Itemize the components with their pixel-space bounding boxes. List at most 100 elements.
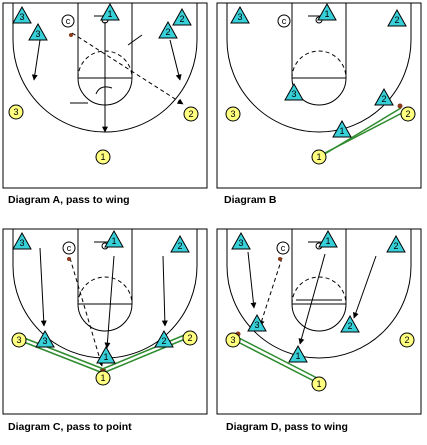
defender-3: 3 [28,22,48,41]
pass-line [233,339,317,383]
offense-label: 3 [16,335,21,345]
pass-line [18,335,107,371]
coach: c [276,241,290,255]
defender-1: 1 [332,119,352,138]
coach-label: c [281,243,286,253]
defender-2: 2 [158,20,178,39]
offense-label: 1 [100,373,105,383]
offense-3: 3 [225,332,241,348]
offense-1: 1 [311,149,327,165]
defender-2: 2 [154,329,174,348]
ball [397,103,403,109]
defender-label: 3 [238,238,243,248]
defender-label: 3 [19,238,24,248]
defender-label: 2 [347,321,352,331]
offense-1: 1 [311,376,327,392]
offense-2: 2 [183,106,199,122]
diagram-a: c 3 3 1 2 2 3 2 [2,2,208,206]
offense-label: 2 [188,109,193,119]
diagram-b: c 3 1 2 3 2 1 3 [216,2,422,206]
coach-label: c [66,16,71,26]
diagram-caption: Diagram D, pass to wing [226,421,348,433]
coach: c [61,14,75,28]
defender-3-top: 3 [231,231,251,250]
offense-3: 3 [11,332,27,348]
ball [67,257,71,261]
coach-label: c [67,243,72,253]
defender-2: 2 [340,314,360,333]
diagram-d-arrows [247,251,377,345]
pass-line [102,336,191,374]
offense-label: 3 [230,109,235,119]
defender-label: 3 [19,12,24,22]
defender-3: 3 [284,82,304,101]
offense-label: 2 [187,333,192,343]
diagram-caption: Diagram C, pass to point [8,421,132,433]
defender-2-top: 2 [387,8,407,27]
diagram-c: c 3 1 2 3 1 2 3 [2,228,208,433]
defender-label: 3 [42,336,47,346]
offense-3: 3 [225,106,241,122]
defender-label: 2 [393,241,398,251]
coach: c [277,14,291,28]
defender-label: 2 [179,14,184,24]
defender-1: 1 [100,2,120,21]
offense-3: 3 [8,104,24,120]
offense-1: 1 [95,149,111,165]
offense-2: 2 [182,330,198,346]
defender-label: 1 [111,236,116,246]
defender-label: 3 [254,320,259,330]
defender-1-top: 1 [317,2,337,21]
pass-line [99,333,188,371]
pass-line [317,107,402,159]
defender-3: 3 [35,329,55,348]
defender-label: 1 [325,236,330,246]
offense-label: 3 [13,107,18,117]
defender-2-top: 2 [170,234,190,253]
defender-label: 1 [103,352,108,362]
defender-2: 2 [374,87,394,106]
offense-label: 2 [405,109,410,119]
offense-label: 3 [230,335,235,345]
offense-label: 1 [316,152,321,162]
defender-label: 2 [161,336,166,346]
coach: c [62,241,76,255]
diagram-c-arrows [39,247,168,367]
defender-label: 3 [35,29,40,39]
offense-label: 2 [404,335,409,345]
defender-label: 2 [165,27,170,37]
defender-label: 2 [394,15,399,25]
defender-3-top: 3 [12,5,32,24]
defender-1: 1 [288,344,308,363]
ball [278,257,282,261]
ball [69,33,73,37]
diagram-a-arrows [31,22,184,133]
coach-label: c [282,16,287,26]
defender-label: 2 [177,241,182,251]
defender-label: 3 [237,12,242,22]
defender-3-top: 3 [230,5,250,24]
defender-3-top: 3 [12,231,32,250]
defender-1-top: 1 [318,229,338,248]
offense-label: 1 [100,152,105,162]
defender-3: 3 [247,313,267,332]
defender-1-top: 1 [104,229,124,248]
offense-label: 1 [316,379,321,389]
defender-label: 1 [107,9,112,19]
diagram-caption: Diagram B [224,194,277,206]
pass-line [15,338,104,374]
defender-label: 3 [291,89,296,99]
defender-label: 1 [339,126,344,136]
defender-2-top: 2 [386,234,406,253]
defender-label: 2 [381,94,386,104]
defender-2-top: 2 [172,7,192,26]
diagram-d: c 3 1 2 3 2 1 3 [216,228,422,433]
defender-label: 1 [324,9,329,19]
defender-1: 1 [96,345,116,364]
diagram-caption: Diagram A, pass to wing [8,194,130,206]
offense-2: 2 [400,106,416,122]
pass-line [236,336,320,380]
defender-label: 1 [295,351,300,361]
offense-1: 1 [95,370,111,386]
